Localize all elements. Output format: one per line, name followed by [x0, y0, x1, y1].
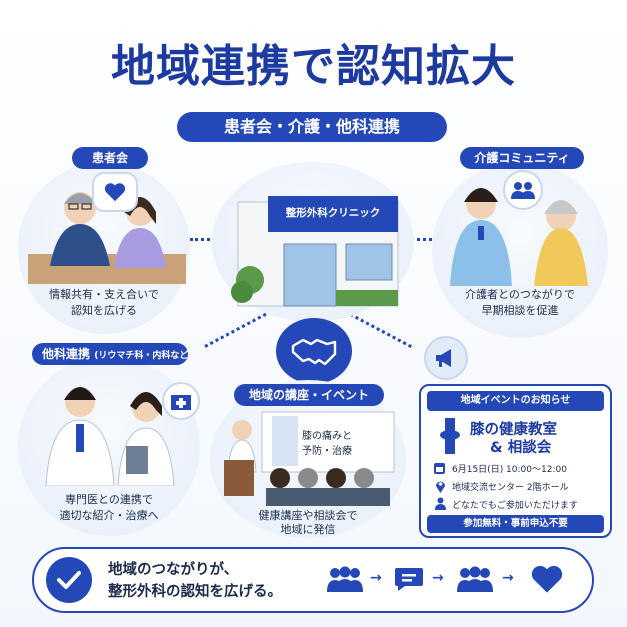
seminar-label: 地域の講座・イベント — [234, 384, 384, 406]
other-dept-caption-2: 適切な紹介・治療へ — [59, 509, 159, 522]
event-who: どなたでもご参加いただけます — [452, 501, 578, 511]
knee-icon — [440, 418, 460, 454]
person-icon — [435, 497, 446, 510]
connector-diag-left — [204, 309, 272, 348]
event-title-line1: 膝の健康教室 — [470, 422, 557, 438]
other-dept-caption-1: 専門医との連携で — [65, 493, 153, 506]
heart-icon — [104, 183, 126, 202]
other-dept-illustration — [45, 387, 175, 486]
calendar-icon — [434, 463, 445, 474]
seminar-board-line2: 予防・治療 — [302, 446, 352, 457]
event-date: 6月15日(日) 10:00～12:00 — [452, 465, 567, 475]
flow-arrow-2: → — [432, 570, 444, 586]
other-dept-label-note: (リウマチ科・内科など) — [94, 351, 193, 361]
event-notice-header: 地域イベントのお知らせ — [427, 391, 604, 411]
seminar-caption-2: 地域に発信 — [280, 523, 336, 536]
patient-heart-bubble — [92, 172, 138, 212]
location-pin-icon — [436, 481, 445, 493]
care-community-label: 介護コミュニティ — [460, 147, 584, 169]
seminar-caption-1: 健康講座や相談会で — [258, 509, 358, 522]
connector-right — [392, 238, 440, 241]
handshake-circle — [276, 318, 352, 384]
hospital-icon — [171, 395, 191, 410]
other-dept-label: 他科連携 (リウマチ科・内科など) — [32, 343, 192, 365]
care-community-illustration — [450, 188, 588, 286]
event-notice-footer: 参加無料・事前申込不要 — [427, 515, 604, 533]
connector-diag-right — [344, 310, 412, 349]
people-icon — [511, 182, 535, 199]
event-place: 地域交流センター 2階ホール — [452, 483, 569, 493]
subtitle-pill: 患者会・介護・他科連携 — [177, 112, 447, 142]
megaphone-icon — [436, 349, 451, 367]
patient-group-label: 患者会 — [72, 147, 148, 169]
clinic-building — [231, 196, 399, 307]
check-circle — [46, 557, 92, 603]
seminar-board-line1: 膝の痛みと — [302, 431, 352, 442]
other-dept-label-main: 他科連携 — [42, 347, 91, 361]
chat-icon — [395, 568, 423, 591]
flow-arrow-3: → — [502, 570, 514, 586]
handshake-icon — [291, 338, 337, 366]
care-community-caption-2: 早期相談を促進 — [481, 304, 559, 317]
megaphone-circle — [424, 336, 468, 380]
patient-group-illustration — [28, 192, 186, 284]
seminar-illustration — [224, 411, 395, 506]
check-icon — [57, 571, 81, 589]
clinic-sign: 整形外科クリニック — [285, 207, 381, 219]
summary-line2: 整形外科の認知を広げる。 — [108, 584, 282, 600]
summary-bar — [32, 547, 594, 613]
care-community-caption-1: 介護者とのつながりで — [465, 288, 575, 301]
people-group-icon-2 — [457, 566, 493, 592]
patient-group-caption-2: 認知を広げる — [71, 304, 137, 317]
event-title-line2: & 相談会 — [490, 440, 552, 456]
patient-group-caption-1: 情報共有・支え合いで — [49, 288, 159, 301]
care-people-bubble — [503, 170, 543, 210]
flow-arrow-1: → — [370, 570, 382, 586]
summary-line1: 地域のつながりが、 — [108, 562, 239, 578]
people-group-icon — [327, 566, 363, 592]
hospital-bubble — [162, 382, 200, 420]
page-title: 地域連携で認知拡大 — [111, 41, 516, 92]
heart-icon-bottom — [531, 565, 563, 593]
